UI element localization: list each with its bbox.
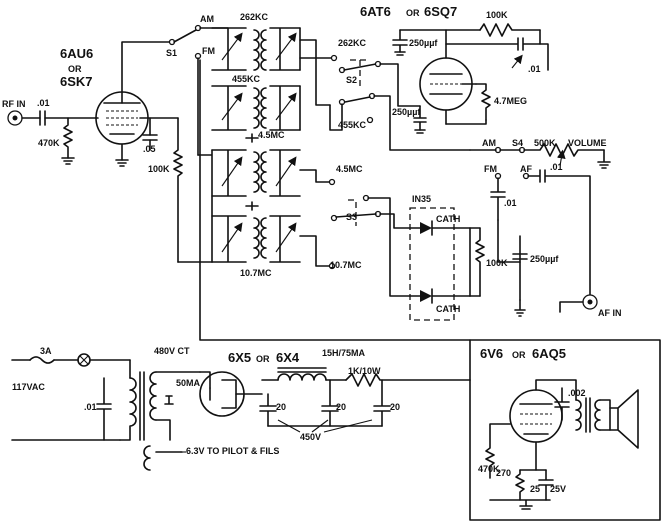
- rf-amp-tube-label: 6AU6: [60, 46, 93, 61]
- svg-text:FM: FM: [202, 46, 215, 56]
- rectifier-tube-label: 6X5: [228, 350, 251, 365]
- output-tube-label: 6V6: [480, 346, 503, 361]
- svg-text:6X4: 6X4: [276, 350, 300, 365]
- svg-text:455KC: 455KC: [338, 120, 367, 130]
- svg-text:CATH: CATH: [436, 304, 460, 314]
- output-stage: 6V6 OR 6AQ5 .002 470K 270 25 25V: [469, 339, 661, 521]
- svg-text:.002: .002: [568, 388, 586, 398]
- svg-text:100K: 100K: [148, 164, 170, 174]
- detector-tube-label: 6AT6: [360, 4, 391, 19]
- ratio-detector: IN35 CATH CATH 100K 250µµf AF IN: [409, 194, 622, 321]
- svg-text:50MA: 50MA: [176, 378, 201, 388]
- svg-text:S3: S3: [346, 212, 357, 222]
- svg-text:.01: .01: [504, 198, 517, 208]
- svg-text:.01: .01: [550, 162, 563, 172]
- svg-text:10.7MC: 10.7MC: [330, 260, 362, 270]
- svg-text:4.5MC: 4.5MC: [258, 130, 285, 140]
- svg-text:4.7MEG: 4.7MEG: [494, 96, 527, 106]
- svg-text:262KC: 262KC: [240, 12, 269, 22]
- svg-text:250µµf: 250µµf: [392, 107, 421, 117]
- svg-text:6AQ5: 6AQ5: [532, 346, 566, 361]
- power-transformer-label: 480V CT: [154, 346, 190, 356]
- switch-s3[interactable]: 4.5MC S3 10.7MC: [299, 164, 421, 297]
- svg-text:S4: S4: [512, 138, 523, 148]
- svg-text:470K: 470K: [478, 464, 500, 474]
- svg-text:.01: .01: [528, 64, 541, 74]
- svg-text:4.5MC: 4.5MC: [336, 164, 363, 174]
- svg-text:S2: S2: [346, 75, 357, 85]
- svg-text:AF: AF: [520, 164, 532, 174]
- svg-text:450V: 450V: [300, 432, 321, 442]
- svg-text:OR: OR: [406, 8, 420, 18]
- svg-text:AM: AM: [200, 14, 214, 24]
- svg-text:OR: OR: [256, 354, 270, 364]
- fuse: [29, 356, 55, 364]
- switch-s1[interactable]: S1 AM FM: [166, 14, 229, 156]
- rf-in-label: RF IN: [2, 99, 26, 109]
- svg-text:AF IN: AF IN: [598, 308, 622, 318]
- svg-text:25: 25: [530, 484, 540, 494]
- svg-text:10.7MC: 10.7MC: [240, 268, 272, 278]
- if-transformer-bank: 262KC 455KC 4.5MC 10.7MC: [177, 12, 331, 278]
- svg-text:500K: 500K: [534, 138, 556, 148]
- svg-text:25V: 25V: [550, 484, 566, 494]
- svg-text:S1: S1: [166, 48, 177, 58]
- svg-text:6SQ7: 6SQ7: [424, 4, 457, 19]
- svg-text:6SK7: 6SK7: [60, 74, 93, 89]
- svg-text:3A: 3A: [40, 346, 52, 356]
- svg-text:FM: FM: [484, 164, 497, 174]
- svg-text:100K: 100K: [486, 10, 508, 20]
- svg-text:.01: .01: [37, 98, 50, 108]
- svg-text:100K: 100K: [486, 258, 508, 268]
- volume-section: AM S4 500K VOLUME FM AF .01 .01: [469, 138, 611, 297]
- power-supply: 3A 117VAC .01 480V CT 50MA 6.3V TO PILOT…: [11, 346, 471, 471]
- svg-text:20: 20: [276, 402, 286, 412]
- speaker-icon: [609, 389, 639, 449]
- svg-text:470K: 470K: [38, 138, 60, 148]
- svg-text:117VAC: 117VAC: [12, 382, 45, 392]
- svg-text:270: 270: [496, 468, 511, 478]
- svg-text:AM: AM: [482, 138, 496, 148]
- svg-text:OR: OR: [68, 64, 82, 74]
- svg-text:6.3V TO PILOT & FILS: 6.3V TO PILOT & FILS: [186, 446, 279, 456]
- svg-text:15H/75MA: 15H/75MA: [322, 348, 366, 358]
- svg-text:455KC: 455KC: [232, 74, 261, 84]
- svg-text:.01: .01: [84, 402, 97, 412]
- svg-text:1K/10W: 1K/10W: [348, 366, 381, 376]
- svg-text:IN35: IN35: [412, 194, 431, 204]
- switch-s2[interactable]: 262KC S2 455KC: [299, 38, 471, 151]
- svg-text:VOLUME: VOLUME: [568, 138, 607, 148]
- svg-text:250µµf: 250µµf: [409, 38, 438, 48]
- svg-text:262KC: 262KC: [338, 38, 367, 48]
- svg-text:250µµf: 250µµf: [530, 254, 559, 264]
- svg-text:20: 20: [390, 402, 400, 412]
- svg-text:20: 20: [336, 402, 346, 412]
- detector-section: 6AT6 OR 6SQ7 250µµf 100K .01 4.7MEG 250µ…: [360, 4, 549, 134]
- svg-text:CATH: CATH: [436, 214, 460, 224]
- rf-amp-section: RF IN .01 470K 6AU6 OR 6SK7 .05 100K: [2, 41, 183, 263]
- svg-text:OR: OR: [512, 350, 526, 360]
